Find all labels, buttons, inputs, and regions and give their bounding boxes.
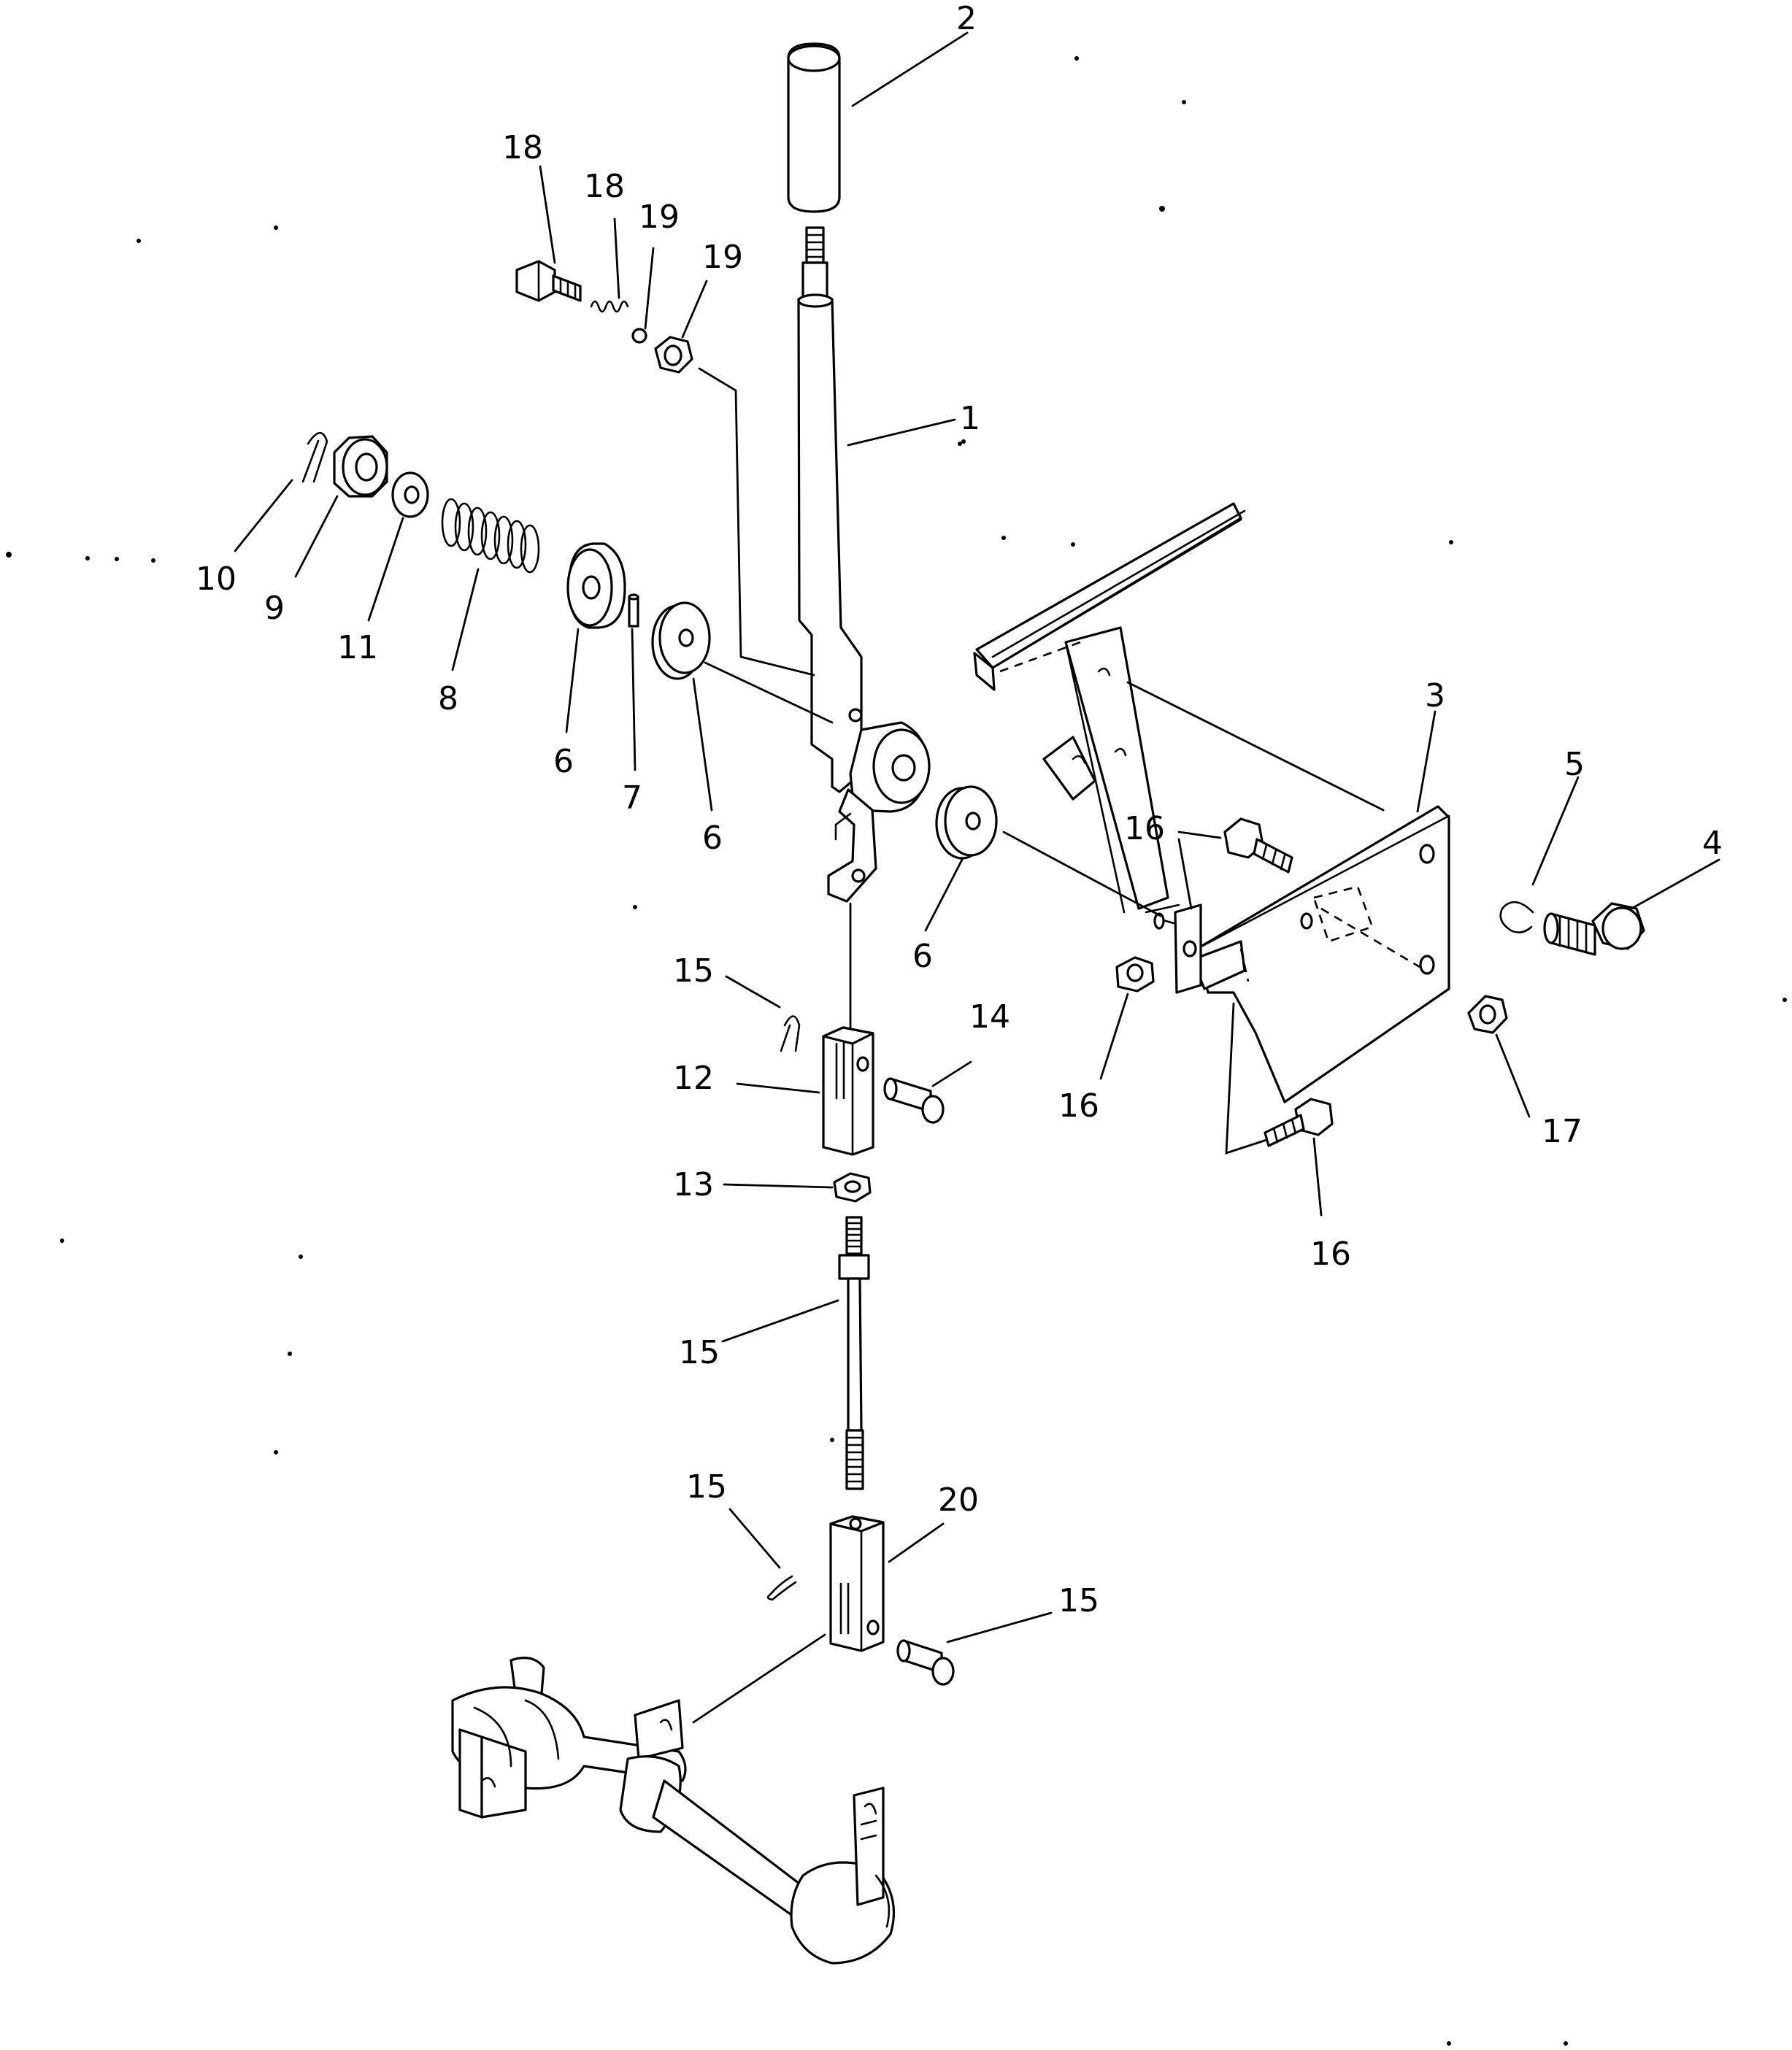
callout-14: 13 — [673, 1166, 714, 1203]
callout-3: 3 — [1425, 677, 1445, 714]
bolt-part-18-upper — [1223, 817, 1293, 874]
callout-19-left: 16 — [1058, 1087, 1099, 1125]
clevis-part-13 — [822, 1026, 874, 1156]
pin-part-15-upper — [883, 1077, 945, 1124]
callout-21: 18 — [502, 129, 543, 166]
callout-15-lower: 15 — [1058, 1582, 1099, 1619]
assembly-line-24-lever — [698, 367, 815, 677]
bolt-part-18-lower — [1264, 1098, 1334, 1147]
callout-10: 9 — [264, 590, 285, 627]
callout-11: 10 — [196, 560, 237, 598]
nut-part-10 — [333, 435, 388, 498]
assembly-line-frame-3 — [1126, 681, 1385, 812]
nut-part-24 — [654, 336, 693, 374]
callout-24: 19 — [702, 239, 743, 276]
callout-20: 20 — [938, 1481, 979, 1519]
assembly-line-20-shaft — [692, 1633, 826, 1724]
callout-5: 5 — [1564, 746, 1585, 783]
scan-specks — [6, 56, 1787, 2046]
callout-13: 12 — [673, 1060, 714, 1097]
plate-part-3 — [1153, 805, 1450, 1103]
ball-part-23 — [631, 328, 647, 344]
nut-part-19-left — [1115, 956, 1155, 993]
callout-2: 2 — [956, 0, 977, 37]
washer-part-6-right — [935, 785, 998, 860]
cotter-pin-part-11 — [301, 431, 328, 483]
spring-part-22 — [590, 300, 629, 313]
callout-15-upper: 14 — [969, 998, 1010, 1036]
callout-12: 11 — [337, 629, 378, 666]
assembly-line-6-plate — [1002, 831, 1162, 917]
callout-1: 1 — [960, 400, 980, 437]
pin-part-8 — [628, 593, 639, 628]
callout-4: 4 — [1702, 825, 1723, 862]
callout-8: 7 — [622, 779, 642, 817]
callout-9: 8 — [438, 680, 458, 717]
snap-ring-part-5 — [1499, 901, 1534, 933]
bolt-part-4 — [1543, 902, 1645, 956]
washer-part-12 — [391, 471, 429, 518]
cross-shaft-assembly — [451, 1657, 896, 1965]
callout-6-left: 6 — [702, 820, 723, 857]
cotter-pin-part-16-upper — [780, 1015, 801, 1052]
callout-19-right: 17 — [1542, 1113, 1583, 1150]
callout-labels: 2 1 18 18 19 19 10 9 11 8 6 7 6 6 3 5 4 … — [196, 0, 1723, 1619]
callout-16-upper: 15 — [673, 952, 714, 990]
callout-22: 18 — [584, 168, 625, 205]
knob-part-2 — [787, 42, 841, 213]
callout-leaders — [234, 31, 1720, 1644]
threaded-rod-part-17 — [838, 1216, 870, 1490]
nut-part-14 — [833, 1172, 872, 1203]
cotter-pin-part-16-lower — [766, 1575, 797, 1601]
pin-part-15-lower — [896, 1639, 955, 1686]
callout-17: 15 — [679, 1334, 720, 1371]
callout-18-lower: 16 — [1310, 1236, 1351, 1273]
collar-part-7 — [566, 542, 626, 629]
frame-bracket — [973, 502, 1246, 914]
callout-16-lower: 15 — [686, 1468, 727, 1506]
callout-6-right: 6 — [912, 938, 933, 975]
spring-part-9 — [441, 498, 540, 574]
assembly-line-18-plate — [1225, 1002, 1268, 1155]
washer-part-6-left — [651, 601, 711, 680]
bolt-part-21 — [515, 260, 582, 302]
callout-23: 19 — [639, 199, 680, 236]
assembly-line-6-hub — [704, 661, 834, 724]
nut-part-19-right — [1467, 995, 1508, 1034]
callout-7: 6 — [553, 743, 574, 780]
shift-lever-part-1 — [797, 226, 931, 903]
callout-18-upper: 16 — [1124, 810, 1165, 847]
clevis-part-20 — [829, 1515, 885, 1652]
